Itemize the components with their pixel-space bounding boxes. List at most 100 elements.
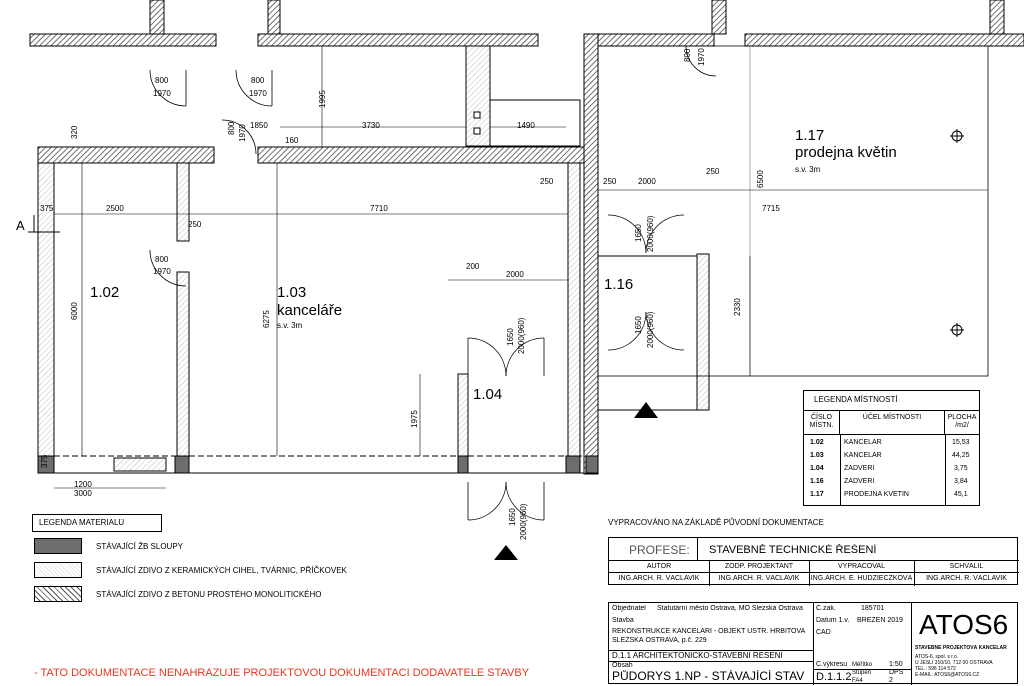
- swatch-brick: [34, 562, 82, 578]
- swatch-concrete-columns: [34, 538, 82, 554]
- material-legend-title-box: LEGENDA MATERIÁLŮ: [32, 514, 162, 532]
- company-line-4: E-MAIL: ATOS6@ATOS6.CZ: [915, 672, 980, 678]
- material-label-3: STÁVAJÍCÍ ZDIVO Z BETONU PROSTÉHO MONOLI…: [96, 590, 322, 599]
- door-1-width: 800: [155, 76, 169, 85]
- stavba-line-1: REKONSTRUKCE KANCELÁŘÍ - OBJEKT ÚSTŘ. HŘ…: [612, 628, 806, 635]
- room-legend-h-num: ČÍSLO MÍSTN.: [804, 411, 840, 435]
- section-mark: A: [16, 218, 25, 233]
- part-label: D.1.1 ARCHITEKTONICKO-STAVEBNÍ ŘEŠENÍ: [612, 652, 783, 660]
- warning-note: - TATO DOKUMENTACE NENAHRAZUJE PROJEKTOV…: [34, 667, 530, 679]
- door-5-width: 800: [683, 48, 692, 62]
- wall-top-far: [744, 33, 1024, 47]
- wall-top-left: [29, 33, 217, 47]
- entrance-arrow-1: [494, 545, 518, 560]
- room-sv-117: s.v. 3m: [795, 165, 821, 174]
- dim-1850: 1850: [250, 121, 268, 130]
- stavba-label: Stavba: [612, 617, 634, 624]
- area-117: [597, 45, 989, 377]
- dim-320: 320: [70, 125, 79, 139]
- double-door-104: [467, 337, 545, 521]
- cvykresu: D.1.1.2: [816, 671, 852, 683]
- czak: 185701: [861, 605, 885, 612]
- dim-375a: 375: [40, 204, 54, 213]
- door-1-height: 1970: [153, 89, 171, 98]
- double-door-116b-width: 1650: [634, 316, 643, 334]
- dim-6500: 6500: [756, 170, 765, 188]
- room-legend-r5-area: 45,1: [954, 491, 968, 498]
- role-zodp: ZODP. PROJEKTANT: [724, 563, 794, 570]
- role-schvalil: SCHVÁLIL: [949, 563, 984, 570]
- atos-logo: ATOS6: [919, 609, 1009, 640]
- datum: BŘEZEN 2019: [857, 617, 903, 624]
- room-name-103: kanceláře: [277, 302, 343, 319]
- column-top-1: [149, 0, 165, 35]
- material-legend-title: LEGENDA MATERIÁLŮ: [39, 519, 125, 527]
- door-swing-1: [149, 69, 187, 107]
- datum-label: Datum 1.v.: [816, 617, 850, 624]
- dim-250c: 250: [603, 177, 617, 186]
- wall-104: [457, 373, 469, 457]
- room-name-117: prodejna květin: [795, 144, 897, 161]
- dim-250b: 250: [540, 177, 554, 186]
- meritko: 1:50: [889, 661, 903, 668]
- titleblock-main: Objednatel Statutární město Ostrava, MO …: [608, 602, 1018, 685]
- room-number-116: 1.16: [604, 276, 634, 293]
- wall-top-mid: [257, 33, 539, 47]
- material-label-1: STÁVAJÍCÍ ŽB SLOUPY: [96, 542, 183, 551]
- column-top-2: [267, 0, 281, 35]
- room-legend-r2-area: 44,25: [952, 452, 970, 459]
- room-legend-r2-use: KANCELÁŘ: [844, 452, 882, 459]
- dim-2000a: 2000: [638, 177, 656, 186]
- partition: [176, 162, 190, 242]
- room-legend-r1-area: 15,53: [952, 439, 970, 446]
- wall-vertical-right: [583, 33, 599, 475]
- entrance-arrow-2: [634, 402, 658, 418]
- double-door-116-height: 2000(960): [646, 215, 655, 252]
- dim-7715: 7715: [762, 204, 780, 213]
- company-name: STAVEBNĚ PROJEKTOVÁ KANCELÁŘ: [915, 645, 1007, 651]
- column-bottom-2: [174, 455, 190, 474]
- room-sv-103: s.v. 3m: [277, 321, 303, 330]
- room-number-117: 1.17: [795, 127, 825, 144]
- door-3-height: 1970: [153, 267, 171, 276]
- dim-1490: 1490: [517, 121, 535, 130]
- shaft-inner: [489, 99, 581, 147]
- format: 2: [889, 677, 893, 684]
- double-door-104b-height: 2000(960): [519, 503, 528, 540]
- door-swing-4: [221, 119, 257, 155]
- dim-1200: 1200: [74, 480, 92, 489]
- room-legend-r3-num: 1.04: [810, 465, 824, 472]
- room-legend-r2-num: 1.03: [810, 452, 824, 459]
- person-autor: ING.ARCH. R. VÁCLAVÍK: [618, 575, 700, 582]
- door-4-width: 800: [227, 121, 236, 135]
- titleblock-profese: PROFESE: STAVEBNĚ TECHNICKÉ ŘEŠENÍ AUTOR…: [608, 537, 1019, 586]
- door-swing-3: [149, 249, 187, 287]
- objednatel-label: Objednatel: [612, 605, 646, 612]
- dim-250d: 250: [706, 167, 720, 176]
- dim-6275: 6275: [262, 310, 271, 328]
- door-2-width: 800: [251, 76, 265, 85]
- dim-2330: 2330: [733, 298, 742, 316]
- room-legend-r3-area: 3,75: [954, 465, 968, 472]
- objednatel: Statutární město Ostrava, MO Slezská Ost…: [657, 605, 803, 612]
- format-label: FA4: [852, 678, 863, 684]
- column-top-4: [989, 0, 1005, 35]
- person-zodp: ING.ARCH. R. VÁCLAVÍK: [718, 575, 800, 582]
- room-legend-r5-use: PRODEJNA KVĚTIN: [844, 491, 909, 498]
- czak-label: Č.zak.: [816, 605, 836, 612]
- door-2-height: 1970: [249, 89, 267, 98]
- company-line-1: ATOS-6, spol. s r.o.: [915, 654, 959, 660]
- room-legend-r3-use: ZÁDVEŘÍ: [844, 465, 875, 472]
- wall-top-right: [583, 33, 715, 47]
- role-vypracoval: VYPRACOVAL: [838, 563, 885, 570]
- person-vypracoval: ING.ARCH. E. HUDZIECZKOVÁ: [810, 575, 913, 582]
- stavba-line-2: SLEZSKÁ OSTRAVA, p.č. 229: [612, 637, 707, 644]
- meritko-label: Měřítko: [852, 662, 873, 668]
- room-number-102: 1.02: [90, 284, 120, 301]
- ceiling-marker-2: [950, 323, 964, 337]
- wall-mid-2: [257, 146, 585, 164]
- dim-2000b: 2000: [506, 270, 524, 279]
- room-legend-r4-num: 1.16: [810, 478, 824, 485]
- room-legend-h-use: ÚČEL MÍSTNOSTI: [840, 411, 945, 435]
